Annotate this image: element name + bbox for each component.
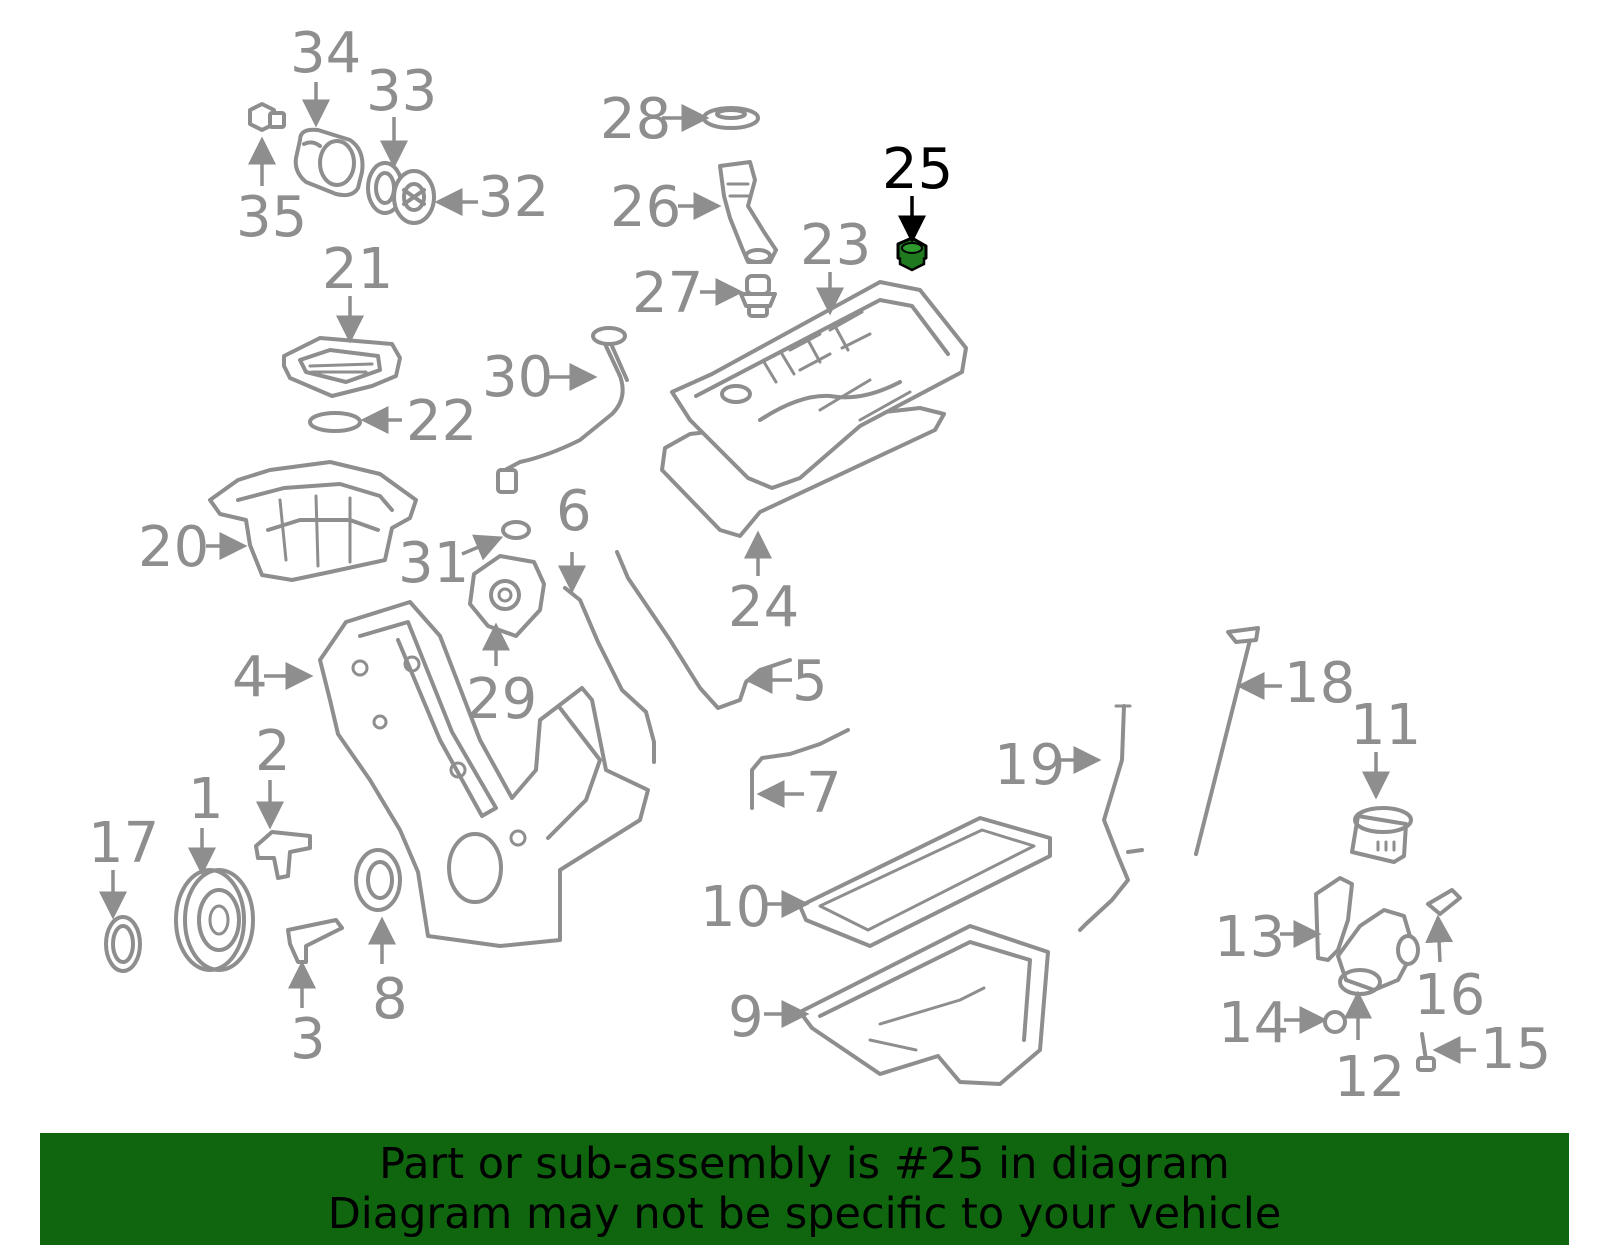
callout-1: 1	[188, 767, 224, 832]
callout-24: 24	[728, 575, 799, 640]
part-15-bolt[interactable]	[1416, 1032, 1436, 1072]
part-19-dipstick-tube[interactable]	[1078, 704, 1130, 932]
callout-3: 3	[290, 1007, 326, 1072]
callout-19: 19	[994, 733, 1065, 798]
part-2-bracket[interactable]	[254, 830, 312, 880]
callout-21: 21	[322, 237, 393, 302]
callout-9: 9	[728, 985, 764, 1050]
callout-25-highlighted: 25	[882, 137, 953, 202]
part-12-filter-adapter[interactable]	[1336, 908, 1420, 996]
part-27-pcv-valve[interactable]	[739, 274, 777, 318]
callout-12: 12	[1334, 1045, 1405, 1110]
part-32-thermostat[interactable]	[392, 169, 436, 225]
part-11-oil-filter[interactable]	[1350, 806, 1413, 864]
callout-14: 14	[1218, 991, 1289, 1056]
callout-22: 22	[406, 389, 477, 454]
callout-18: 18	[1284, 651, 1355, 716]
callout-17: 17	[88, 811, 159, 876]
part-31-o-ring[interactable]	[501, 520, 531, 540]
part-17-seal[interactable]	[104, 915, 142, 973]
part-20-intake-manifold[interactable]	[208, 460, 418, 582]
part-29-cover[interactable]	[468, 554, 546, 638]
part-22-o-ring[interactable]	[308, 411, 362, 433]
part-23-valve-cover[interactable]	[670, 280, 968, 490]
callout-10: 10	[700, 875, 771, 940]
callout-16: 16	[1414, 963, 1485, 1028]
leader-arrows	[99, 82, 1476, 1064]
callout-35: 35	[236, 185, 307, 250]
callout-27: 27	[632, 261, 703, 326]
part-13-gasket[interactable]	[1314, 876, 1354, 962]
callout-5: 5	[792, 649, 828, 714]
callout-32: 32	[478, 165, 549, 230]
part-14-plug[interactable]	[1323, 1010, 1347, 1034]
callout-6: 6	[556, 479, 592, 544]
part-21-engine-cover[interactable]	[282, 336, 402, 398]
part-28-cap[interactable]	[702, 106, 760, 130]
callout-8: 8	[372, 967, 408, 1032]
banner-line-2: Diagram may not be specific to your vehi…	[327, 1189, 1282, 1239]
callout-15: 15	[1480, 1017, 1551, 1082]
part-18-dipstick[interactable]	[1194, 626, 1260, 856]
part-10-oil-pan-gasket[interactable]	[798, 816, 1052, 948]
part-7-seal[interactable]	[750, 728, 850, 810]
banner-line-1: Part or sub-assembly is #25 in diagram	[379, 1139, 1230, 1189]
callout-33: 33	[366, 59, 437, 124]
callout-7: 7	[806, 761, 842, 826]
callout-2: 2	[255, 719, 291, 784]
callout-23: 23	[800, 213, 871, 278]
callout-31: 31	[398, 531, 469, 596]
callout-28: 28	[600, 87, 671, 152]
part-30-oil-tube[interactable]	[496, 326, 629, 494]
part-6-gasket-strip[interactable]	[563, 586, 656, 764]
callout-34: 34	[290, 21, 361, 86]
part-4-timing-cover[interactable]	[318, 600, 650, 948]
part-25-highlighted[interactable]	[896, 236, 928, 272]
part-3-sensor[interactable]	[286, 918, 344, 964]
callout-20: 20	[138, 515, 209, 580]
part-1-crank-pulley[interactable]	[174, 868, 255, 972]
part-9-oil-pan[interactable]	[798, 924, 1050, 1086]
callout-13: 13	[1214, 905, 1285, 970]
callout-30: 30	[482, 345, 553, 410]
part-26-filler-neck[interactable]	[718, 160, 778, 264]
part-8-seal[interactable]	[354, 848, 402, 912]
part-35-bolt[interactable]	[248, 102, 286, 132]
callout-29: 29	[466, 667, 537, 732]
callout-26: 26	[610, 175, 681, 240]
part-34-thermostat-housing[interactable]	[293, 127, 365, 198]
callout-11: 11	[1350, 693, 1421, 758]
callout-4: 4	[232, 645, 268, 710]
info-banner: Part or sub-assembly is #25 in diagram D…	[40, 1133, 1569, 1245]
part-16-sensor[interactable]	[1426, 888, 1462, 916]
